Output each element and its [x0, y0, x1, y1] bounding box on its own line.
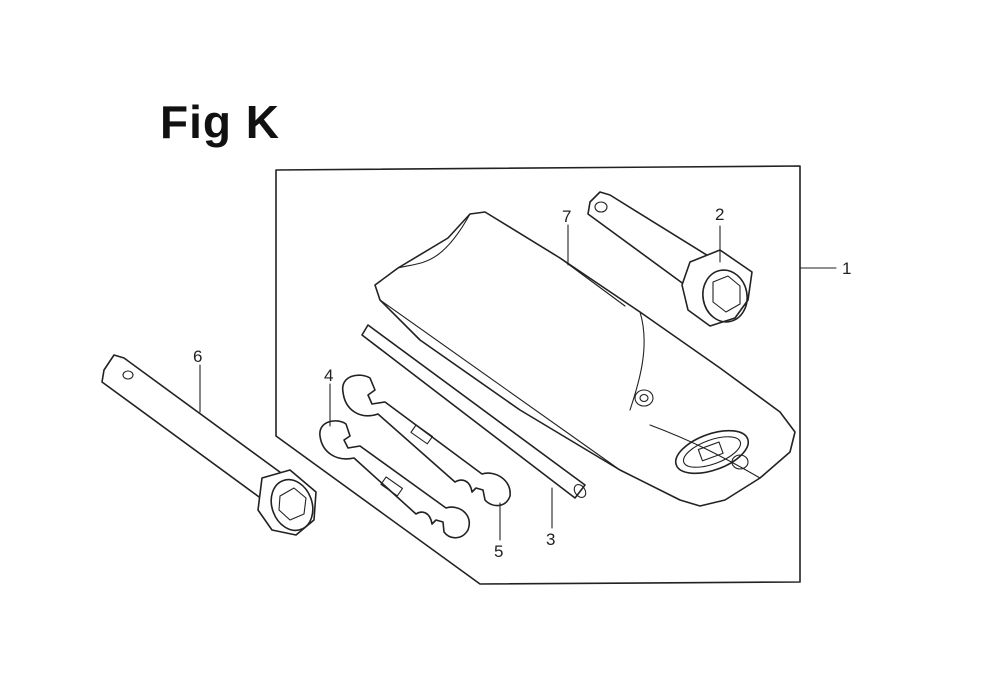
callout-7: 7: [562, 207, 571, 226]
leader-lines: [199, 224, 837, 541]
open-end-wrench-4: [342, 374, 511, 507]
callout-2: 2: [715, 205, 724, 224]
callout-3: 3: [546, 530, 555, 549]
open-end-wrench-5: [319, 420, 471, 539]
kit-boundary: [275, 165, 801, 585]
pin-rod-3: [361, 324, 587, 499]
callout-1: 1: [842, 259, 851, 278]
figure-title: Fig K: [160, 96, 280, 148]
socket-wrench-2: [587, 191, 753, 327]
callout-5: 5: [494, 542, 503, 561]
callout-4: 4: [324, 366, 333, 385]
tool-bag: [374, 211, 796, 507]
callout-6: 6: [193, 347, 202, 366]
spark-plug-wrench-6: [101, 354, 317, 536]
